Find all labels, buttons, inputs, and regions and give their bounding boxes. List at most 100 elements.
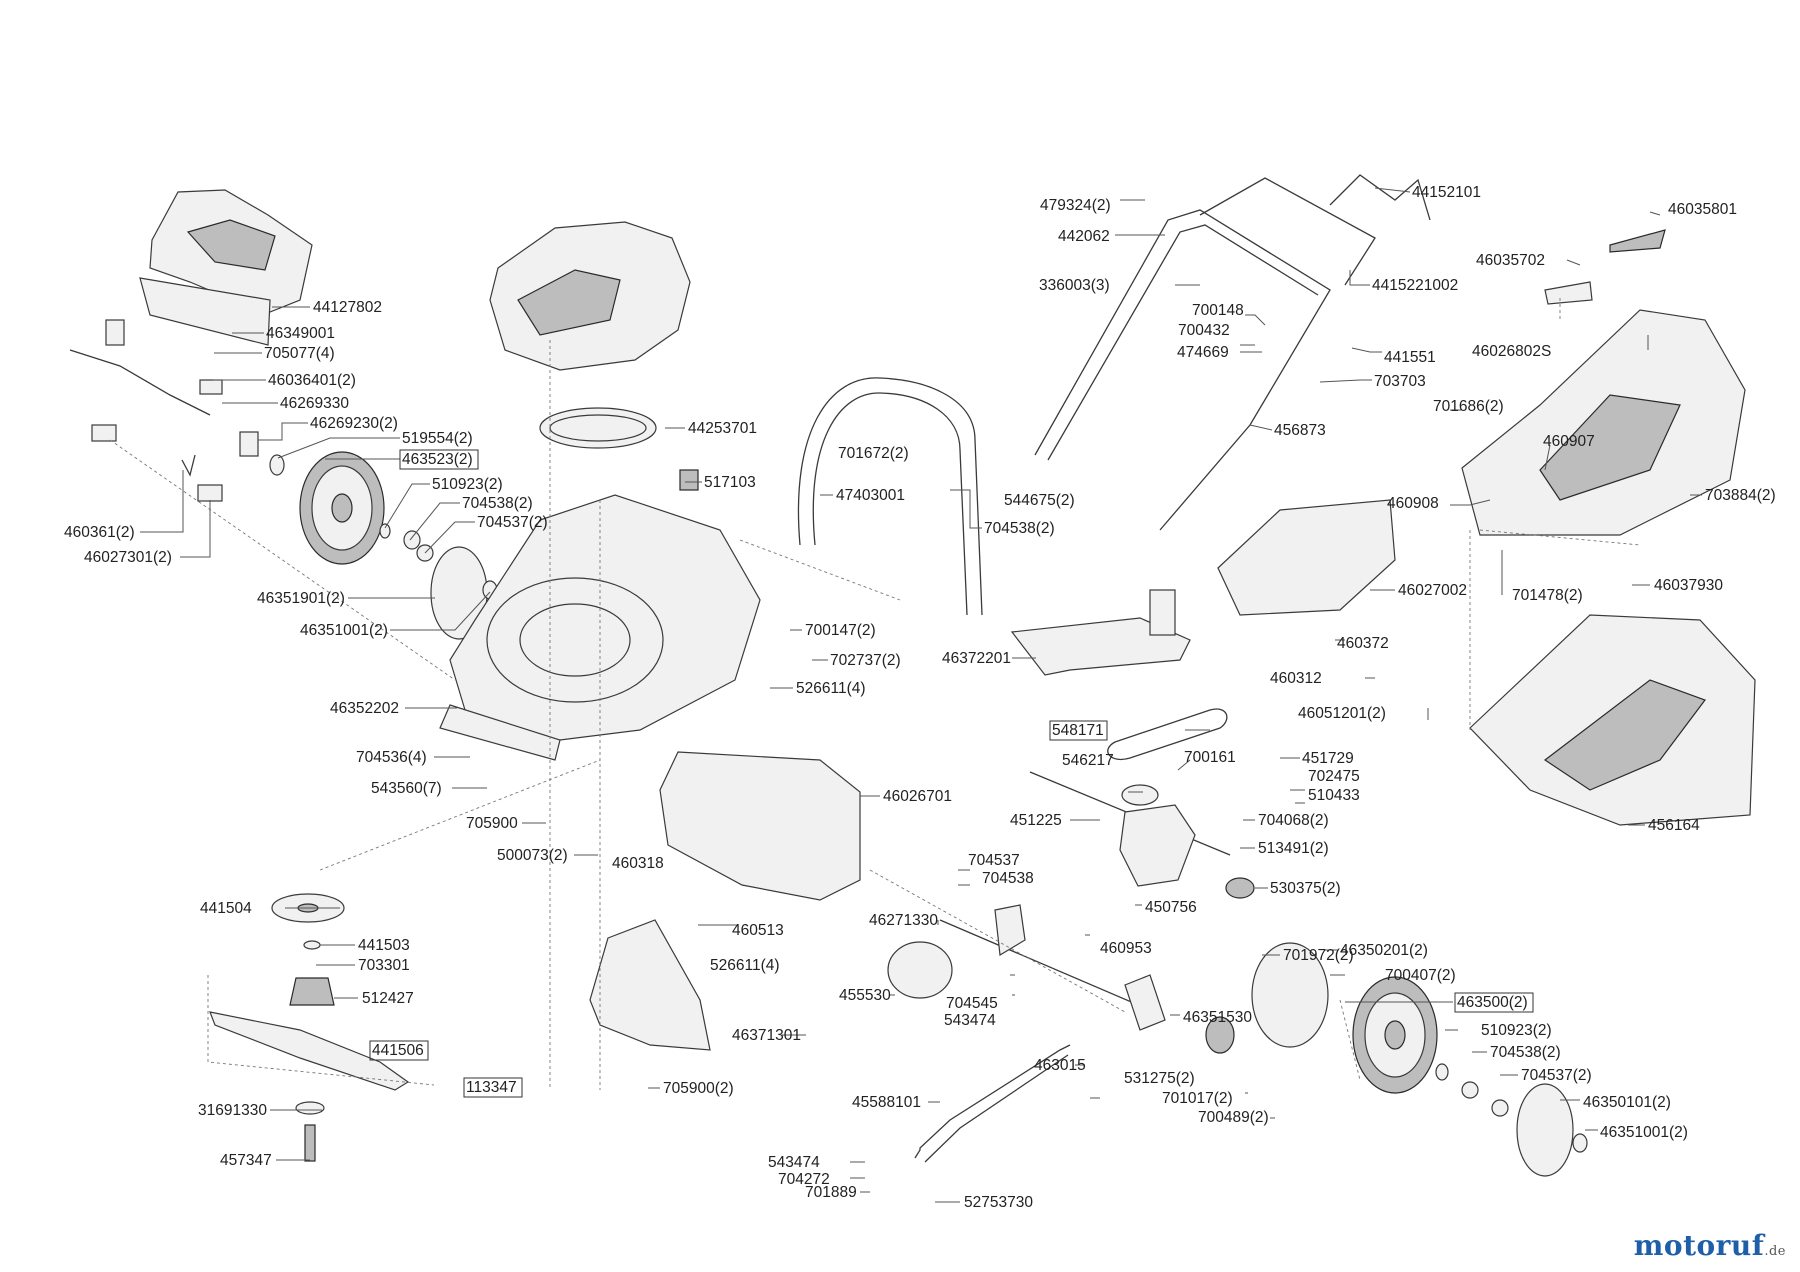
part-label: 456873 xyxy=(1274,422,1326,439)
part-label: 704538(2) xyxy=(1490,1044,1561,1061)
part-label: 704538(2) xyxy=(462,495,533,512)
part-label: 705077(4) xyxy=(264,345,335,362)
part-label: 456164 xyxy=(1648,817,1700,834)
part-label: 44253701 xyxy=(688,420,757,437)
part-label: 46027301(2) xyxy=(84,549,172,566)
watermark-logo: motoruf.de xyxy=(1634,1229,1786,1262)
rear-flap xyxy=(659,751,861,901)
part-label: 441504 xyxy=(200,900,252,917)
part-label: 46037930 xyxy=(1654,577,1723,594)
part-label: 46035702 xyxy=(1476,252,1545,269)
lower-handle xyxy=(797,377,983,616)
part-label: 512427 xyxy=(362,990,414,1007)
part-label: 474669 xyxy=(1177,344,1229,361)
discharge-chute xyxy=(1010,617,1191,676)
part-label: 460312 xyxy=(1270,670,1322,687)
part-label: 46026701 xyxy=(883,788,952,805)
part-label: 47403001 xyxy=(836,487,905,504)
part-label: 441506 xyxy=(372,1042,424,1059)
part-label: 441551 xyxy=(1384,349,1436,366)
part-label: 451225 xyxy=(1010,812,1062,829)
part-label: 336003(3) xyxy=(1039,277,1110,294)
part-label: 463015 xyxy=(1034,1057,1086,1074)
part-label: 703884(2) xyxy=(1705,487,1776,504)
part-label: 517103 xyxy=(704,474,756,491)
part-label: 44152101 xyxy=(1412,184,1481,201)
part-label: 702737(2) xyxy=(830,652,901,669)
part-label: 700407(2) xyxy=(1385,967,1456,984)
part-label: 46269330 xyxy=(280,395,349,412)
watermark-brand: motoruf xyxy=(1633,1229,1765,1262)
part-label: 460513 xyxy=(732,922,784,939)
part-label: 704537 xyxy=(968,852,1020,869)
front-right-wheel xyxy=(1251,942,1438,1094)
part-label: 704272 xyxy=(778,1171,830,1188)
part-label: 46349001 xyxy=(266,325,335,342)
part-label: 46351530 xyxy=(1183,1009,1252,1026)
part-label: 451729 xyxy=(1302,750,1354,767)
part-label: 460908 xyxy=(1387,495,1439,512)
part-label: 526611(4) xyxy=(710,957,780,974)
blade xyxy=(209,1011,410,1091)
part-label: 441503 xyxy=(358,937,410,954)
part-drawings xyxy=(69,174,1756,1177)
part-label: 46351901(2) xyxy=(257,590,345,607)
part-label: 46269230(2) xyxy=(310,415,398,432)
part-label: 46352202 xyxy=(330,700,399,717)
part-label: 544675(2) xyxy=(1004,492,1075,509)
part-label: 531275(2) xyxy=(1124,1070,1195,1087)
part-label: 463500(2) xyxy=(1457,994,1528,1011)
part-label: 703703 xyxy=(1374,373,1426,390)
part-label: 510923(2) xyxy=(1481,1022,1552,1039)
part-label: 702475 xyxy=(1308,768,1360,785)
watermark-suffix: .de xyxy=(1764,1244,1786,1259)
part-label: 500073(2) xyxy=(497,847,568,864)
part-label: 526611(4) xyxy=(796,680,866,697)
part-label: 46026802S xyxy=(1472,343,1551,360)
part-label: 52753730 xyxy=(964,1194,1033,1211)
part-label: 460318 xyxy=(612,855,664,872)
part-label: 46350101(2) xyxy=(1583,1094,1671,1111)
part-label: 45588101 xyxy=(852,1094,921,1111)
part-label: 704068(2) xyxy=(1258,812,1329,829)
part-label: 543560(7) xyxy=(371,780,442,797)
part-label: 46351001(2) xyxy=(300,622,388,639)
part-label: 700147(2) xyxy=(805,622,876,639)
part-label: 460361(2) xyxy=(64,524,135,541)
part-label: 510923(2) xyxy=(432,476,503,493)
part-label: 548171 xyxy=(1052,722,1104,739)
gearbox xyxy=(1119,804,1196,887)
rear-left-wheel xyxy=(299,451,385,565)
part-label: 479324(2) xyxy=(1040,197,1111,214)
part-label: 704537(2) xyxy=(1521,1067,1592,1084)
part-label: 704545 xyxy=(946,995,998,1012)
part-label: 701889 xyxy=(805,1184,857,1201)
part-label: 701672(2) xyxy=(838,445,909,462)
part-label: 463523(2) xyxy=(402,451,473,468)
part-label: 546217 xyxy=(1062,752,1114,769)
part-label: 46027002 xyxy=(1398,582,1467,599)
part-label: 46035801 xyxy=(1668,201,1737,218)
part-label: 703301 xyxy=(358,957,410,974)
upper-handle xyxy=(1034,209,1331,531)
part-label: 4415221002 xyxy=(1372,277,1458,294)
part-label: 460372 xyxy=(1337,635,1389,652)
part-label: 510433 xyxy=(1308,787,1360,804)
part-label: 704537(2) xyxy=(477,514,548,531)
part-label: 701478(2) xyxy=(1512,587,1583,604)
part-label: 455530 xyxy=(839,987,891,1004)
part-label: 450756 xyxy=(1145,899,1197,916)
part-label: 46051201(2) xyxy=(1298,705,1386,722)
part-label: 460953 xyxy=(1100,940,1152,957)
mulch-plug xyxy=(589,919,711,1051)
part-label: 705900 xyxy=(466,815,518,832)
part-label: 519554(2) xyxy=(402,430,473,447)
part-label: 700432 xyxy=(1178,322,1230,339)
part-label: 113347 xyxy=(466,1079,517,1096)
part-label: 31691330 xyxy=(198,1102,267,1119)
part-label: 700489(2) xyxy=(1198,1109,1269,1126)
leader-lines xyxy=(140,187,1702,1203)
part-label: 700148 xyxy=(1192,302,1244,319)
part-label: 46271330 xyxy=(869,912,938,929)
